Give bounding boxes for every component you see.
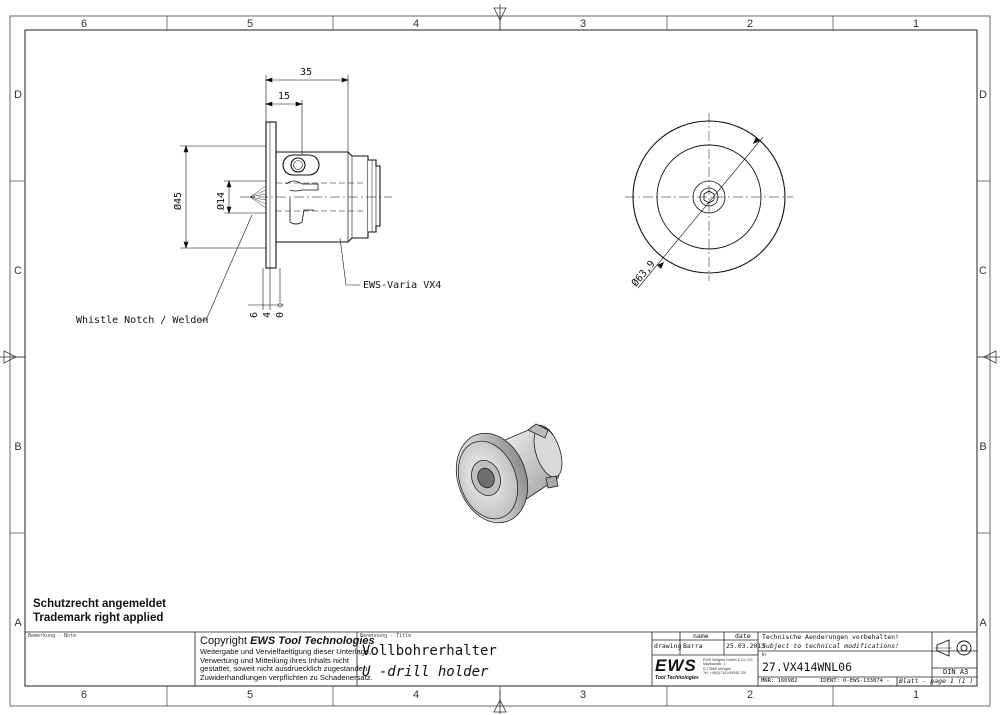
part-number: 27.VX414WNL06	[762, 660, 853, 674]
paper-format: DIN A3	[943, 668, 969, 676]
copyright-line: Zuwiderhandlungen verpflichten zu Schade…	[200, 672, 373, 682]
mnr-number: MNR: 160982	[761, 678, 798, 684]
row-label-a-left: A	[14, 617, 22, 629]
dimension-offset-0: 0	[275, 312, 286, 318]
ews-logo: EWS	[655, 656, 697, 675]
copyright-line: gestattet, soweit nicht ausdruecklich zu…	[200, 664, 370, 674]
copyright-prefix: Copyright	[200, 635, 248, 647]
row-label-d-right: D	[979, 89, 987, 101]
company-line: EWS Weigele GmbH & Co. KG	[703, 658, 753, 662]
sheet-label: Blatt - page 1 (1 )	[899, 677, 973, 685]
col-name-header: name	[693, 632, 709, 640]
callout-ews-varia: EWS-Varia VX4	[363, 280, 441, 291]
row-label-d-left: D	[14, 89, 22, 101]
row-label-c-right: C	[979, 265, 987, 277]
copyright-brand: EWS Tool Technologies	[250, 635, 375, 647]
nr-label: Nr	[762, 652, 767, 657]
sheet-value: 1 (1 )	[949, 677, 974, 685]
col-label-4-bottom: 4	[413, 689, 419, 701]
copyright-heading: Copyright EWS Tool Technologies	[200, 635, 375, 647]
col-label-5-bottom: 5	[247, 689, 253, 701]
ews-logo-subtitle: Tool Technologies	[655, 675, 699, 681]
rights-notice: Schutzrecht angemeldet Trademark right a…	[33, 597, 166, 625]
row-label-b-left: B	[14, 441, 21, 453]
col-label-2-top: 2	[747, 18, 753, 30]
front-view	[625, 113, 793, 289]
company-address: EWS Weigele GmbH & Co. KG Maybachstr. 1 …	[703, 658, 753, 676]
col-label-3-top: 3	[580, 18, 586, 30]
title-en: U -drill holder	[362, 664, 489, 680]
notice-de: Technische Aenderungen vorbehalten!	[762, 633, 899, 641]
rights-line-de: Schutzrecht angemeldet	[33, 598, 166, 610]
note-label: Bemerkung - Note	[28, 633, 77, 639]
company-line: D-73066 Uhingen	[703, 666, 732, 671]
col-date-header: date	[735, 632, 751, 640]
col-label-6-top: 6	[81, 18, 87, 30]
projection-symbol	[934, 639, 972, 657]
dimension-offset-4: 4	[262, 312, 273, 318]
col-label-6-bottom: 6	[81, 689, 87, 701]
ident-number: IDENT: O-EWS-133874 -	[820, 678, 890, 684]
isometric-view	[455, 423, 563, 524]
copyright-line: Weitergabe und Vervielfaeltigung dieser …	[200, 647, 372, 656]
title-label: Benennung - Title	[360, 633, 412, 639]
col-label-4-top: 4	[413, 18, 419, 30]
inner-frame	[24, 29, 978, 687]
side-dimensions	[180, 75, 360, 321]
col-label-1-bottom: 1	[913, 689, 919, 701]
notice-en: Subject to technical modifications!	[762, 642, 899, 650]
copyright-line: Verwertung und Mitteilung ihres Inhalts …	[200, 655, 350, 665]
dimension-35: 35	[300, 67, 312, 78]
drawn-by: Barra	[683, 642, 703, 650]
copyright-text: Weitergabe und Vervielfaeltigung dieser …	[200, 647, 373, 682]
dimension-offset-6: 6	[249, 312, 260, 318]
callout-whistle-notch: Whistle Notch / Weldon	[76, 315, 208, 326]
title-block-frame	[25, 631, 977, 686]
dimension-dia-14: Ø14	[215, 192, 227, 210]
side-view	[240, 121, 392, 269]
company-line: Tel. +49(0)7161/93040-700	[703, 671, 747, 676]
col-label-5-top: 5	[247, 18, 253, 30]
col-label-3-bottom: 3	[580, 689, 586, 701]
rights-line-en: Trademark right applied	[33, 612, 164, 624]
col-label-1-top: 1	[913, 18, 919, 30]
title-de: Vollbohrerhalter	[362, 643, 497, 659]
company-line: Maybachstr. 1	[703, 662, 726, 667]
drawing-row-label: drawing	[654, 642, 682, 650]
col-label-2-bottom: 2	[747, 689, 753, 701]
dimension-dia-45: Ø45	[172, 192, 184, 210]
center-marks	[0, 4, 1000, 714]
drawn-date: 25.03.2013	[726, 642, 766, 650]
row-label-c-left: C	[14, 265, 22, 277]
row-label-b-right: B	[979, 441, 986, 453]
dimension-dia-63-9: Ø63,9	[629, 258, 658, 289]
sheet-label-text: Blatt - page	[899, 677, 946, 685]
row-label-a-right: A	[979, 617, 987, 629]
dimension-15: 15	[278, 91, 290, 102]
